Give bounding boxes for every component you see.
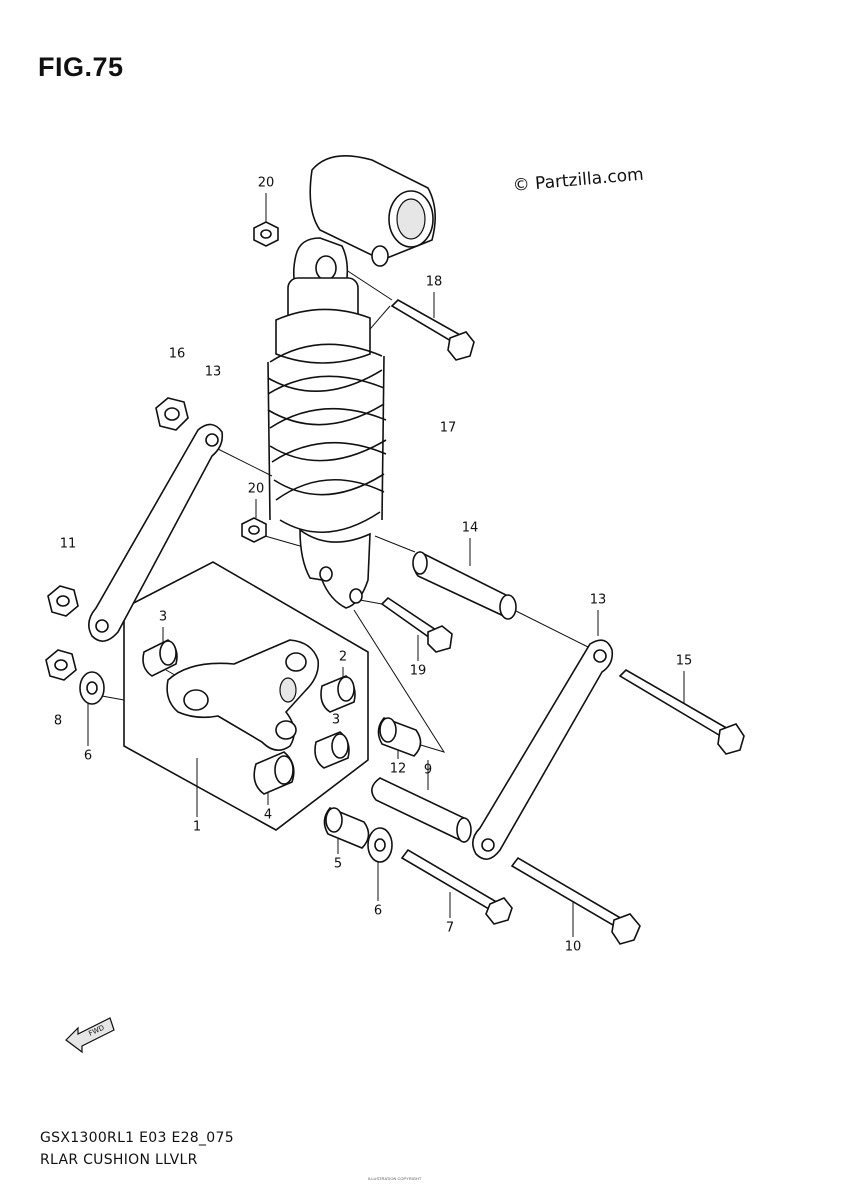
callout-part-7: 7 xyxy=(445,920,455,936)
callout-part-12: 12 xyxy=(389,761,407,777)
callout-part-17: 17 xyxy=(439,420,457,436)
cushion-lever-2 xyxy=(166,639,320,751)
washer-6-left xyxy=(79,671,105,705)
bearing-3-right xyxy=(320,675,356,713)
callout-part-20: 20 xyxy=(257,175,275,191)
callout-part-6: 6 xyxy=(83,748,93,764)
bolt-18 xyxy=(390,299,475,361)
bolt-10 xyxy=(510,856,641,945)
tiny-credit: ILLUSTRATION COPYRIGHT xyxy=(368,1176,422,1181)
nut-8 xyxy=(45,649,77,681)
diagram-subtitle: RLAR CUSHION LLVLR xyxy=(40,1152,198,1168)
bolt-7 xyxy=(400,848,513,925)
nut-11 xyxy=(47,585,79,617)
callout-part-8: 8 xyxy=(53,713,63,729)
collar-12 xyxy=(377,717,422,757)
callout-part-20: 20 xyxy=(247,481,265,497)
nut-16 xyxy=(155,397,189,431)
bearing-4 xyxy=(253,751,295,795)
callout-part-15: 15 xyxy=(675,653,693,669)
callout-part-9: 9 xyxy=(423,762,433,778)
nut-20-upper xyxy=(253,221,279,247)
assembly-1-outline xyxy=(123,561,369,831)
collar-5 xyxy=(323,807,370,849)
bearing-3-lower xyxy=(314,731,350,769)
callout-part-5: 5 xyxy=(333,856,343,872)
figure-title: FIG.75 xyxy=(38,52,124,82)
diagram-code: GSX1300RL1 E03 E28_075 xyxy=(40,1130,234,1146)
bolt-15 xyxy=(618,669,745,755)
callout-part-4: 4 xyxy=(263,807,273,823)
callout-part-14: 14 xyxy=(461,520,479,536)
collar-14 xyxy=(412,551,517,620)
fwd-arrow-icon: FWD xyxy=(65,1017,115,1054)
callout-part-3: 3 xyxy=(158,609,168,625)
callout-part-11: 11 xyxy=(59,536,77,552)
link-rod-13-left xyxy=(88,423,224,642)
rear-shock-absorber xyxy=(267,154,436,609)
washer-6-lower xyxy=(367,827,393,863)
callout-part-13: 13 xyxy=(589,592,607,608)
callout-part-1: 1 xyxy=(192,819,202,835)
nut-20-lower xyxy=(241,517,267,543)
callout-part-16: 16 xyxy=(168,346,186,362)
callout-part-6: 6 xyxy=(373,903,383,919)
bolt-19 xyxy=(380,596,453,653)
leader-lines xyxy=(87,193,685,937)
spacer-9 xyxy=(371,777,472,843)
callout-part-2: 2 xyxy=(338,649,348,665)
callout-part-19: 19 xyxy=(409,663,427,679)
callout-part-18: 18 xyxy=(425,274,443,290)
link-rod-13-right xyxy=(472,639,614,860)
bearing-3-left xyxy=(142,639,178,677)
callout-part-10: 10 xyxy=(564,939,582,955)
callout-part-13: 13 xyxy=(204,364,222,380)
callout-part-3: 3 xyxy=(331,712,341,728)
